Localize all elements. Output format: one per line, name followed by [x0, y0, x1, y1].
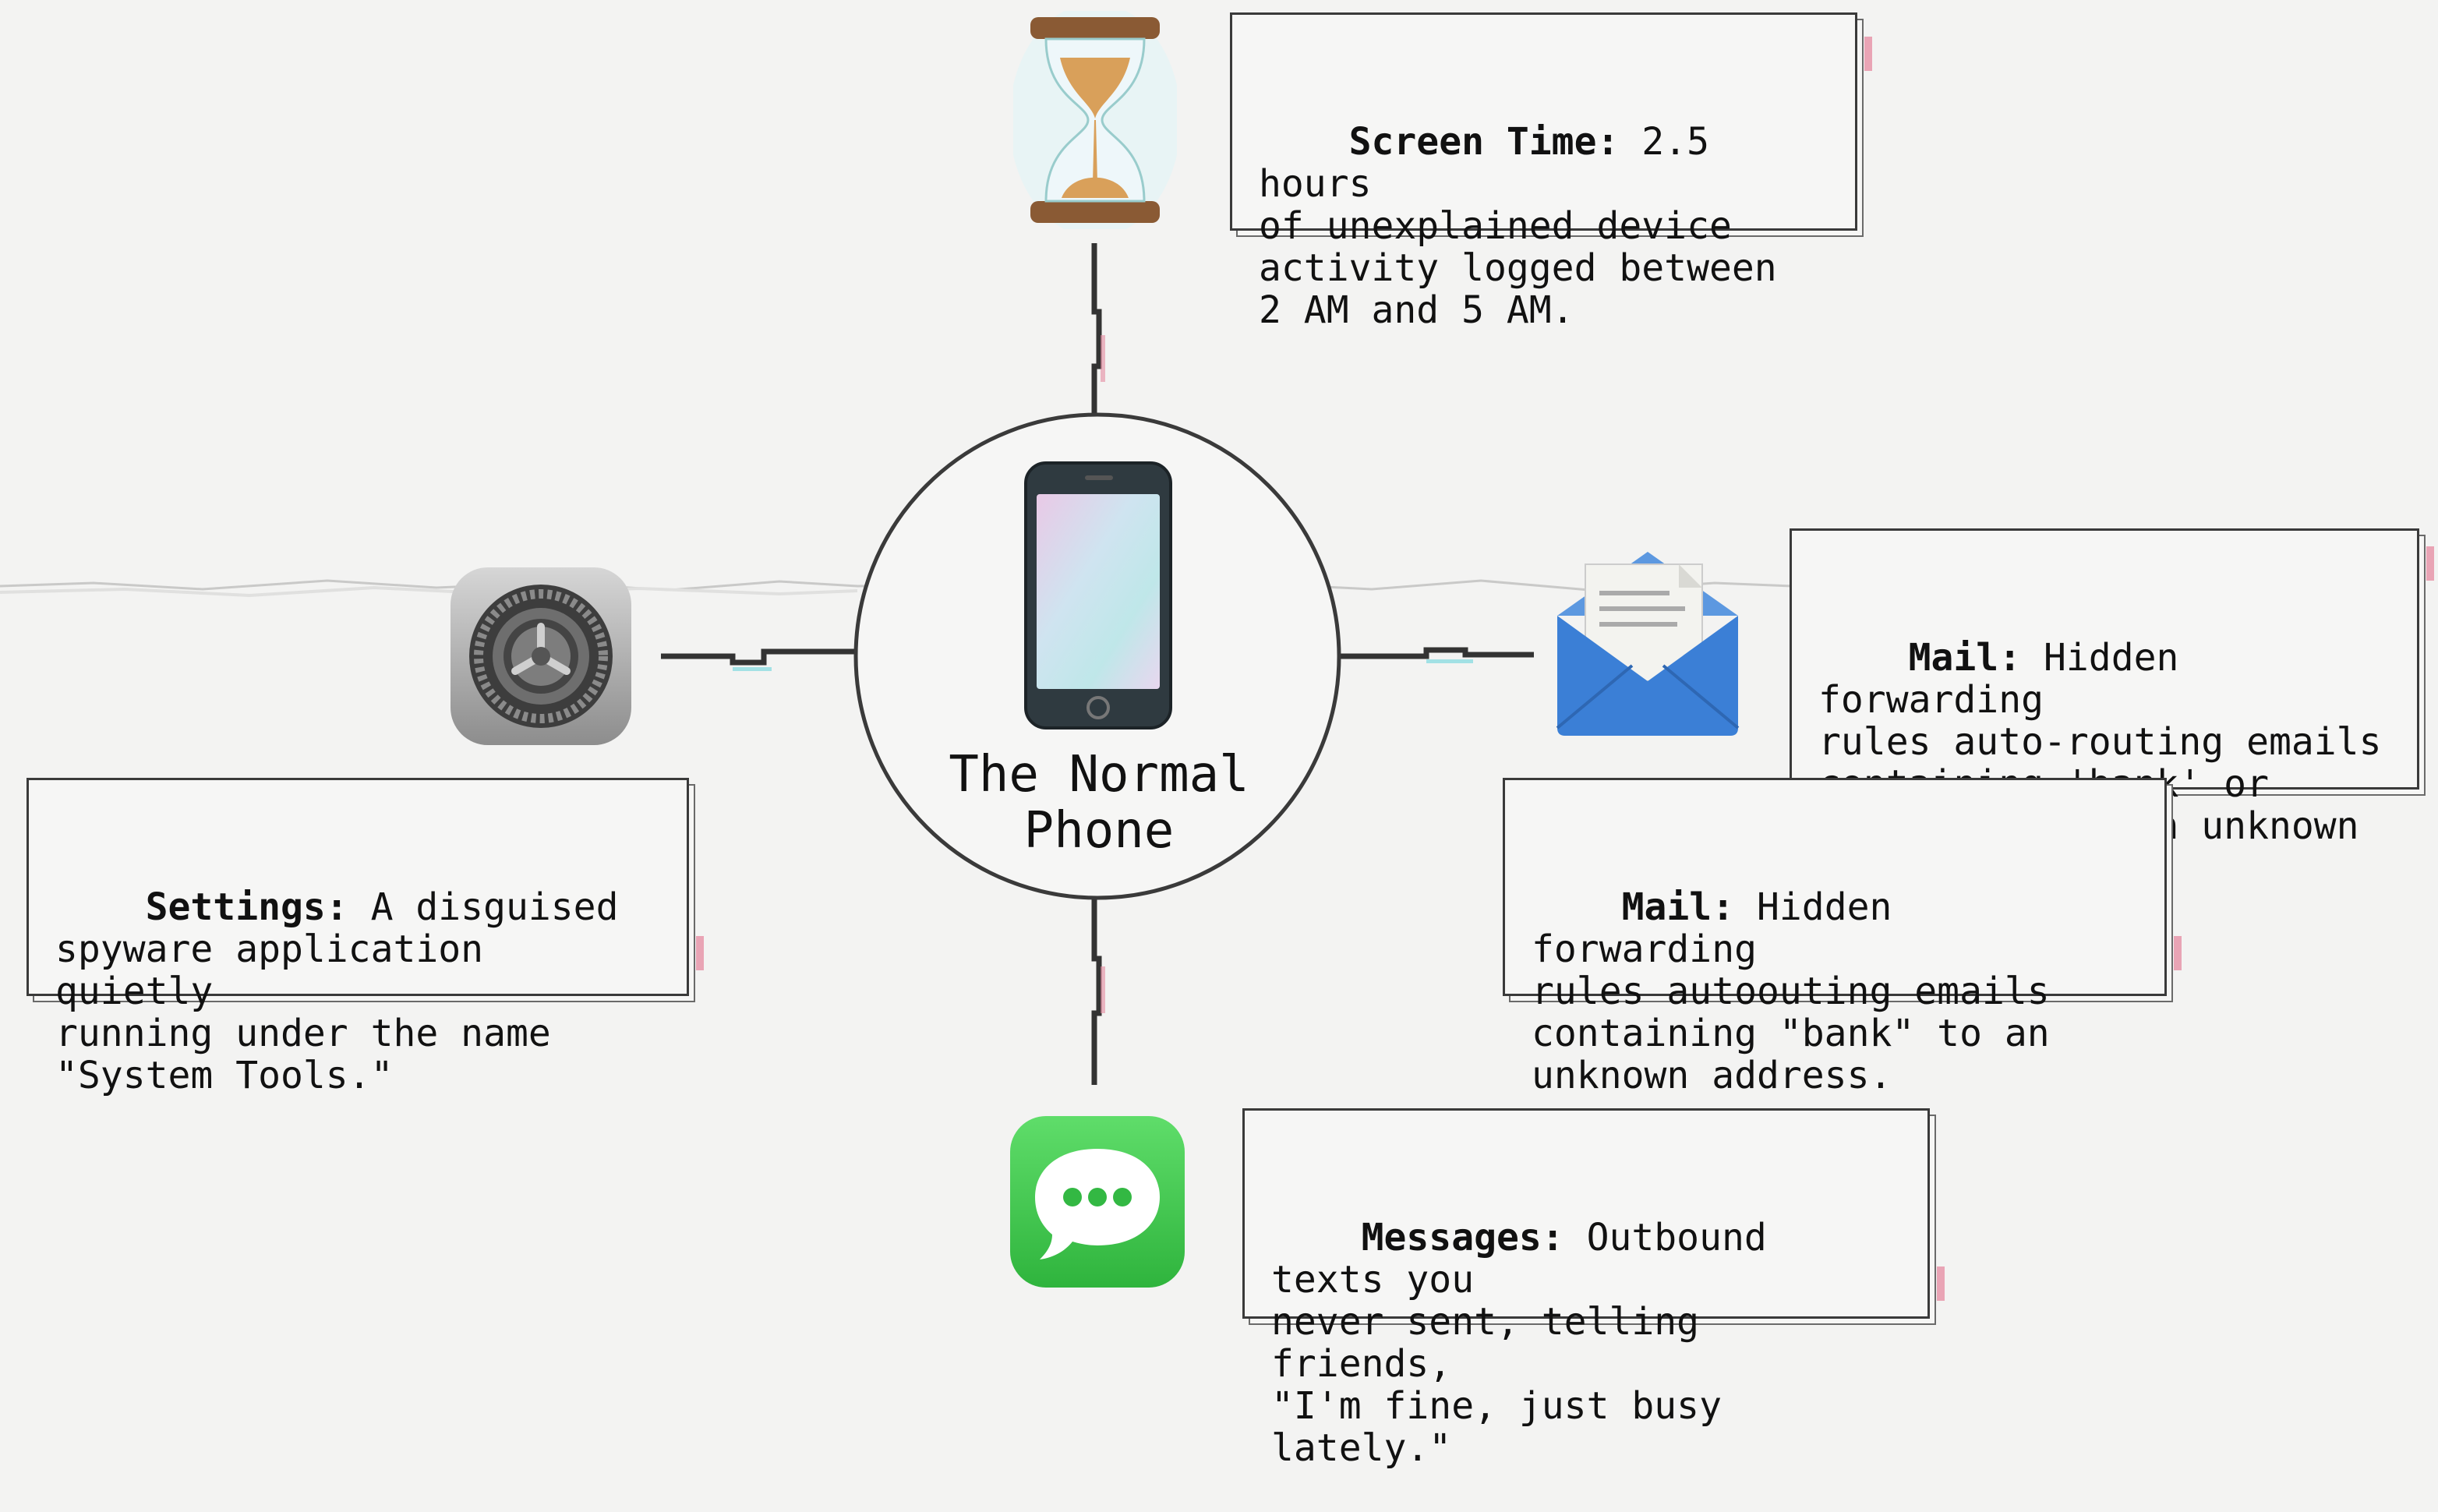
screen-time-label: Screen Time: — [1348, 120, 1620, 164]
hourglass-icon — [1013, 11, 1177, 229]
hub-title-line2: Phone — [1023, 802, 1175, 860]
mail-card-secondary: Mail: Hidden forwarding rules autoouting… — [1503, 778, 2182, 1097]
diagram: The Normal Phone — [0, 11, 2434, 1469]
settings-text: A disguised spyware application quietly … — [55, 885, 619, 1097]
hub-title: The Normal Phone — [904, 747, 1294, 859]
settings-gear-icon — [450, 567, 631, 745]
screen-time-text: 2.5 hours of unexplained device activity… — [1259, 120, 1777, 332]
hub-title-line1: The Normal — [949, 746, 1249, 804]
mail-card-primary: Mail: Hidden forwarding rules auto-routi… — [1790, 528, 2434, 889]
messages-label: Messages: — [1361, 1216, 1564, 1259]
messages-bubble-icon — [1010, 1116, 1185, 1288]
connector-top — [1091, 243, 1102, 413]
torn-paper-line — [0, 579, 1793, 592]
settings-card: Settings: A disguised spyware applicatio… — [26, 778, 704, 1097]
connector-bottom — [1091, 896, 1102, 1085]
torn-paper-line-shade — [0, 585, 858, 598]
mail-primary-label: Mail: — [1908, 636, 2022, 680]
connector-right — [1341, 647, 1534, 659]
connector-left — [661, 648, 854, 666]
mail-envelope-icon — [1556, 552, 1740, 736]
smartphone-icon — [1024, 461, 1172, 730]
screen-time-card: Screen Time: 2.5 hours of unexplained de… — [1230, 12, 1872, 331]
mail-secondary-label: Mail: — [1621, 885, 1735, 929]
settings-label: Settings: — [145, 885, 348, 929]
messages-card: Messages: Outbound texts you never sent,… — [1242, 1108, 1945, 1469]
mail-secondary-text: Hidden forwarding rules autoouting email… — [1532, 885, 2050, 1097]
